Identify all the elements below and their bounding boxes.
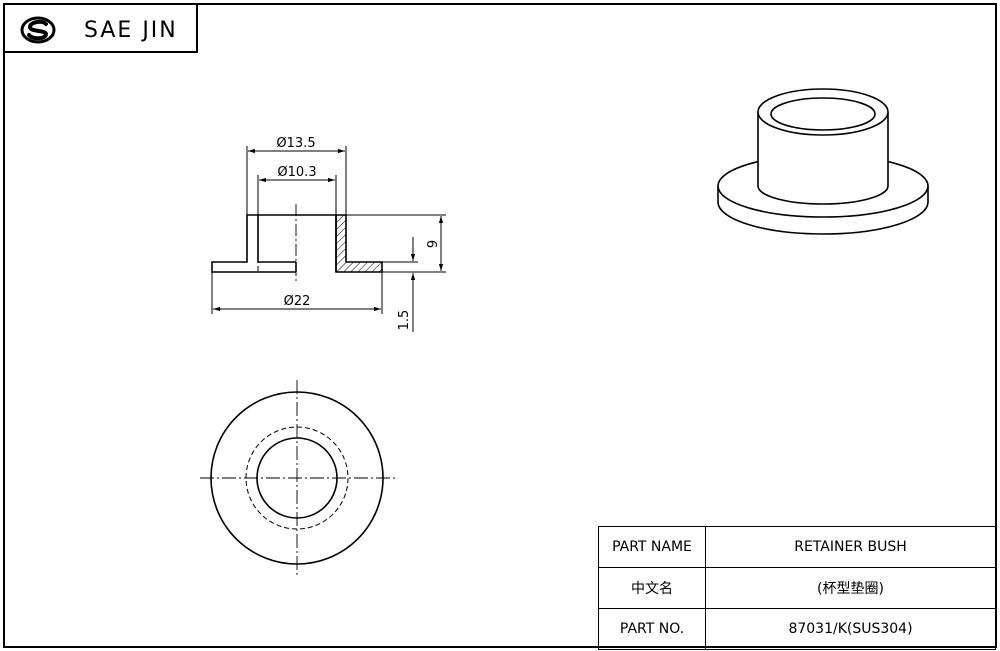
dim-inner-diameter [257,175,337,215]
iso-cylinder-top-outer [757,88,889,136]
label-inner-diameter: Ø10.3 [277,165,316,180]
chinese-name-label: 中文名 [598,567,706,609]
iso-flange-bottom [717,186,929,235]
label-flange-thickness: 1.5 [397,310,412,331]
label-flange-diameter: Ø22 [284,294,311,309]
part-no-value: 87031/K(SUS304) [705,608,996,650]
title-block: PART NAME RETAINER BUSH 中文名 (杯型垫圈) PART … [598,526,996,650]
section-left-outline [211,214,296,273]
dim-flange-thickness [382,237,418,332]
isometric-view [717,88,929,235]
title-block-row: 中文名 (杯型垫圈) [598,567,996,609]
label-outer-diameter: Ø13.5 [276,136,315,151]
chinese-name-value: (杯型垫圈) [705,567,996,609]
dim-outer-diameter [246,146,347,215]
brand-box: SAE JIN [4,4,198,53]
part-name-value: RETAINER BUSH [705,526,996,568]
title-block-row: PART NO. 87031/K(SUS304) [598,608,996,650]
label-height: 9 [426,240,441,248]
part-name-label: PART NAME [598,526,706,568]
top-view [200,380,396,576]
top-view-hidden-outer [245,426,349,530]
iso-cylinder-body [757,112,889,205]
dim-flange-diameter [211,272,383,314]
iso-cylinder-bore [770,97,876,131]
brand-name: SAE JIN [84,18,178,43]
section-view [211,214,383,273]
sheet-border [3,3,997,648]
dim-height [346,214,446,273]
part-no-label: PART NO. [598,608,706,650]
title-block-row: PART NAME RETAINER BUSH [598,526,996,568]
section-right-wall [335,214,383,273]
sj-monogram-icon [20,16,56,44]
